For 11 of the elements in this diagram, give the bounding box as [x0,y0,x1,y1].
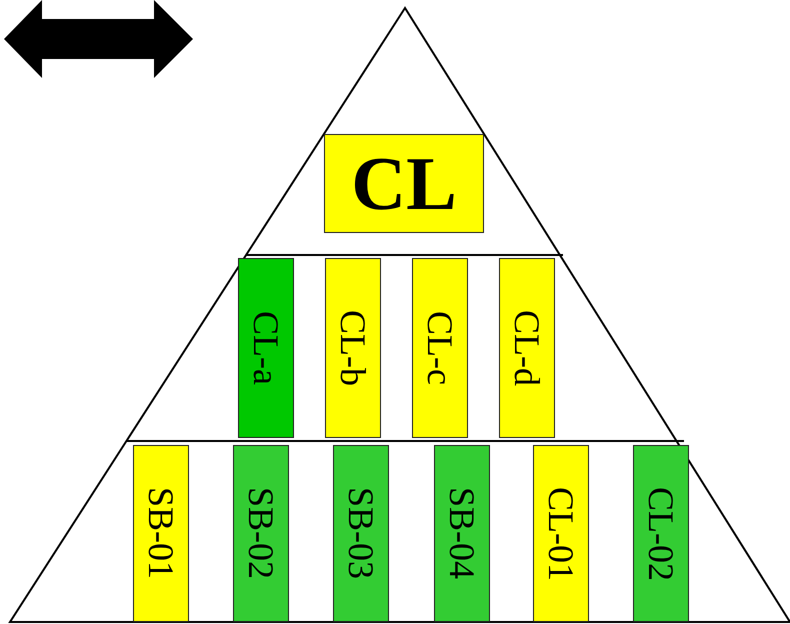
label-box: SB-02 [233,445,289,622]
label-box: CL [324,134,484,233]
label-box: SB-01 [133,445,189,622]
label-box: CL-02 [633,445,689,622]
label-box: SB-03 [333,445,389,622]
label-box: CL-c [412,258,468,438]
label-box: CL-b [325,258,381,438]
label-box: CL-a [238,258,294,438]
label-box: SB-04 [434,445,490,622]
label-box: CL-01 [533,445,589,622]
label-box: CL-d [499,258,555,438]
